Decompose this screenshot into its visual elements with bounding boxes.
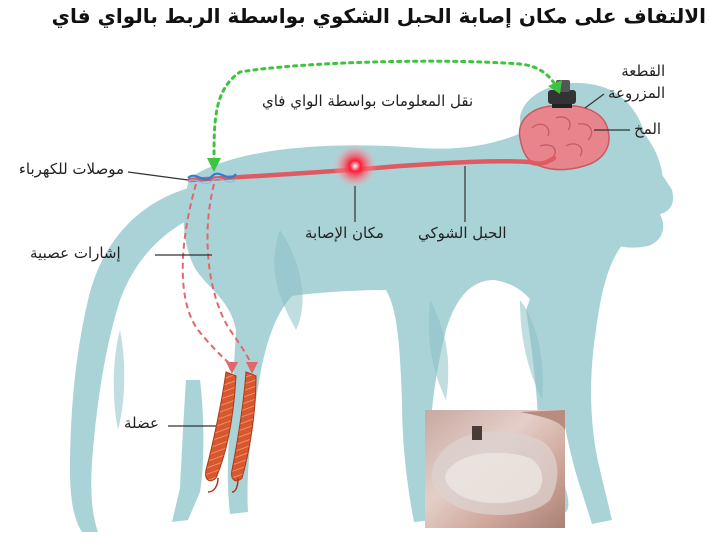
muscle-label: عضلة [124,414,159,432]
electrodes-label: موصلات للكهرباء [0,160,124,178]
nerve-signals-label: إشارات عصبية [30,244,121,262]
brain-label: المخ [634,120,661,138]
wifi-transfer-label: نقل المعلومات بواسطة الواي فاي [262,92,473,110]
implant-label: القطعة المزروعة [608,60,665,104]
spinal-cord-label: الحبل الشوكي [418,224,507,242]
injury-site-label: مكان الإصابة [305,224,384,242]
brain [519,106,609,170]
implant-label-line2: المزروعة [608,82,665,104]
implant-label-line1: القطعة [608,60,665,82]
injury-glow [333,144,377,188]
page-title: الالتفاف على مكان إصابة الحبل الشكوي بوا… [110,4,706,28]
implant-photo [425,410,565,528]
